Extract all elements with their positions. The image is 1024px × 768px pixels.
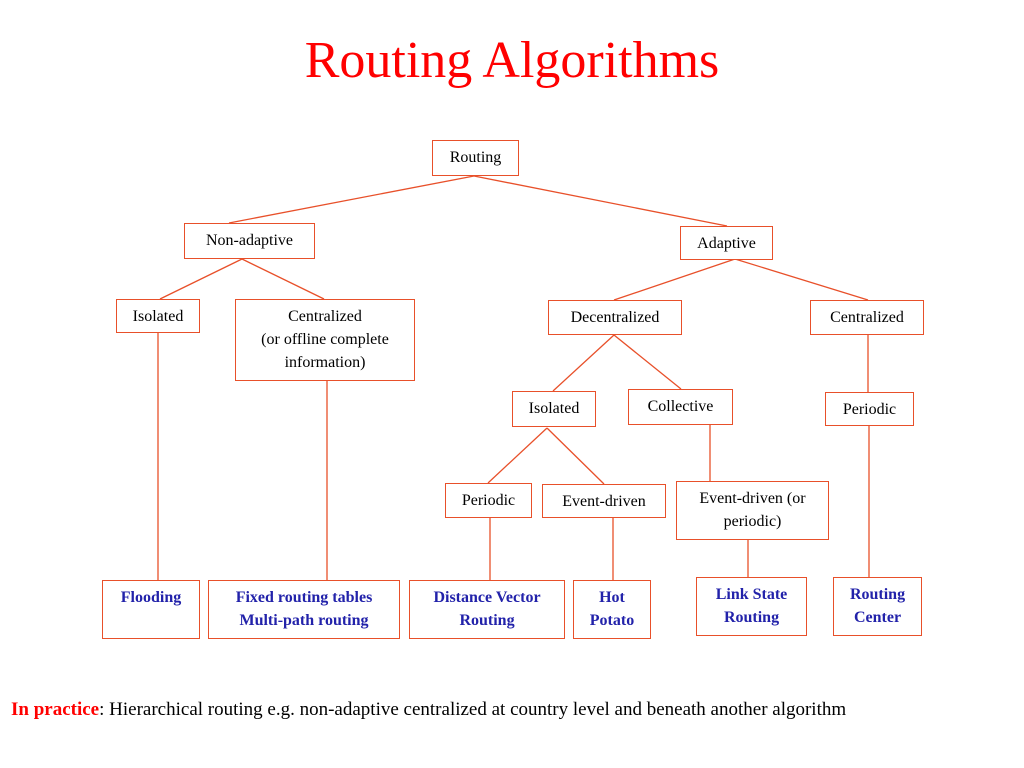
node-label: Periodic <box>461 492 516 509</box>
leaf-label-line: Routing <box>723 609 780 626</box>
leaf-label-line: Routing <box>459 612 515 629</box>
node-non-adaptive: Non-adaptive <box>184 223 315 259</box>
edge-routing-nonadaptive <box>228 175 475 224</box>
edge-isolated2-periodic <box>487 427 548 484</box>
node-label-line: information) <box>284 354 366 371</box>
leaf-link-state: Link State Routing <box>696 577 807 636</box>
node-label: Decentralized <box>570 309 660 326</box>
node-label: Centralized <box>830 309 904 326</box>
node-label: Collective <box>647 398 714 415</box>
edge-nonadaptive-isolated <box>159 258 243 300</box>
node-event-driven-or-periodic: Event-driven (or periodic) <box>676 481 829 540</box>
leaf-label-line: Link State <box>715 586 788 603</box>
leaf-label-line: Multi-path routing <box>239 612 369 629</box>
node-label: Isolated <box>528 400 580 417</box>
leaf-label-line: Center <box>853 609 902 626</box>
leaf-label: Flooding <box>120 589 182 606</box>
node-centralized-adaptive: Centralized <box>810 300 924 335</box>
footer-highlight: In practice <box>11 699 100 720</box>
leaf-distance-vector: Distance Vector Routing <box>409 580 565 639</box>
leaf-hot-potato: Hot Potato <box>573 580 651 639</box>
leaf-label-line: Hot <box>599 589 625 606</box>
node-label-line: Centralized <box>288 308 362 325</box>
node-periodic-centralized: Periodic <box>825 392 914 426</box>
page-title: Routing Algorithms <box>304 32 720 89</box>
edge-decentralized-collective <box>613 334 682 390</box>
leaf-label-line: Distance Vector <box>433 589 541 606</box>
node-label: Event-driven <box>562 493 646 510</box>
leaf-routing-center: Routing Center <box>833 577 922 636</box>
node-label: Periodic <box>842 401 897 418</box>
edge-routing-adaptive <box>473 175 728 227</box>
node-centralized-offline: Centralized (or offline complete informa… <box>235 299 415 381</box>
node-routing: Routing <box>432 140 519 176</box>
leaf-label-line: Routing <box>849 586 906 603</box>
leaf-fixed-routing: Fixed routing tables Multi-path routing <box>208 580 400 639</box>
node-isolated-nonadaptive: Isolated <box>116 299 200 333</box>
node-label: Routing <box>449 149 502 166</box>
node-label: Non-adaptive <box>205 232 294 249</box>
node-periodic-isolated: Periodic <box>445 483 532 518</box>
edge-isolated2-eventdriven <box>546 427 605 485</box>
edge-adaptive-decentralized <box>613 258 736 301</box>
leaf-label-line: Fixed routing tables <box>235 589 373 606</box>
leaf-label-line: Potato <box>589 612 635 629</box>
node-decentralized: Decentralized <box>548 300 682 335</box>
node-label-line: periodic) <box>723 513 782 530</box>
node-collective: Collective <box>628 389 733 425</box>
leaf-flooding: Flooding <box>102 580 200 639</box>
node-label: Adaptive <box>697 235 756 252</box>
node-label-line: Event-driven (or <box>699 490 806 507</box>
edge-decentralized-isolated2 <box>552 334 615 392</box>
node-adaptive: Adaptive <box>680 226 773 260</box>
footer-note: In practice: Hierarchical routing e.g. n… <box>11 699 1021 721</box>
edge-nonadaptive-centralized <box>241 258 325 300</box>
edge-adaptive-centralized <box>734 258 869 301</box>
node-label: Isolated <box>132 308 184 325</box>
footer-text: : Hierarchical routing e.g. non-adaptive… <box>99 699 847 720</box>
node-event-driven: Event-driven <box>542 484 666 518</box>
node-label-line: (or offline complete <box>261 331 389 348</box>
node-isolated-decentralized: Isolated <box>512 391 596 427</box>
